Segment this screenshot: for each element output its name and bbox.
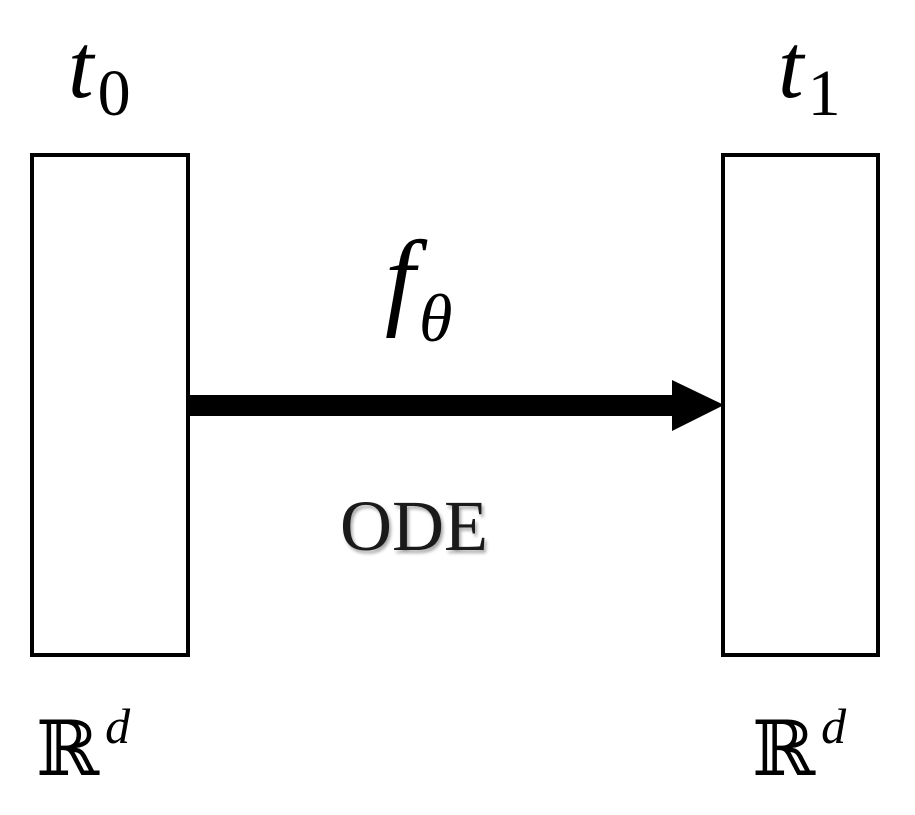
end-space-superscript: d <box>821 698 847 754</box>
start-state-box <box>30 153 190 657</box>
start-time-label: t0 <box>68 20 131 127</box>
method-label: ODE <box>340 486 488 566</box>
start-time-subscript: 0 <box>97 57 131 130</box>
function-subscript: θ <box>419 280 453 356</box>
end-time-symbol: t <box>778 15 804 117</box>
start-time-symbol: t <box>68 15 94 117</box>
arrowhead-icon <box>672 380 724 431</box>
end-time-label: t1 <box>778 20 841 127</box>
arrow-shaft <box>190 395 675 416</box>
start-space-symbol: ℝ <box>36 708 100 792</box>
function-label: fθ <box>385 226 452 353</box>
function-symbol: f <box>385 220 416 339</box>
start-space-superscript: d <box>105 698 131 754</box>
end-time-subscript: 1 <box>807 57 841 130</box>
end-space-symbol: ℝ <box>752 708 816 792</box>
